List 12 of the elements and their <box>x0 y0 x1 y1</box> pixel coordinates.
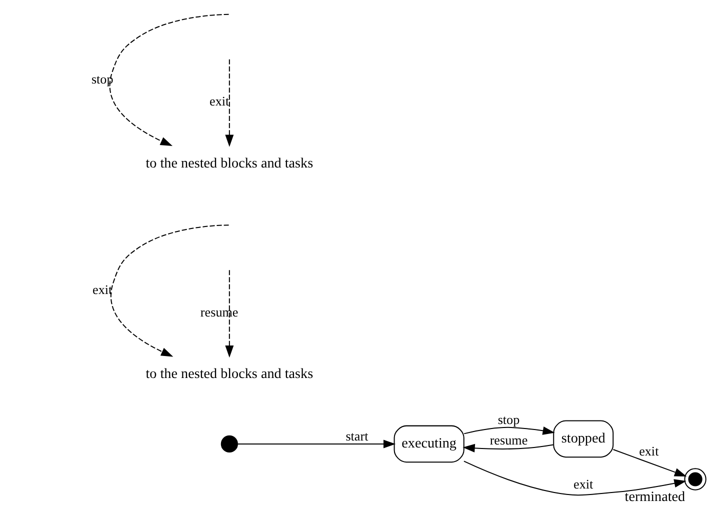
node-text: to the nested blocks and tasks <box>146 155 314 172</box>
edge-label: resume <box>490 432 528 448</box>
edge-label: resume <box>200 304 238 320</box>
edge-label: exit <box>639 443 659 458</box>
edge-label: stop <box>498 412 520 428</box>
node-text: to the nested blocks and tasks <box>146 366 314 382</box>
node-label: terminated <box>624 489 686 506</box>
edge-label: stop <box>91 71 114 86</box>
edge-label: exit <box>210 94 230 109</box>
edge-label: start <box>346 428 368 444</box>
edge-label: exit <box>574 476 594 492</box>
edge-label: exit <box>92 282 112 298</box>
